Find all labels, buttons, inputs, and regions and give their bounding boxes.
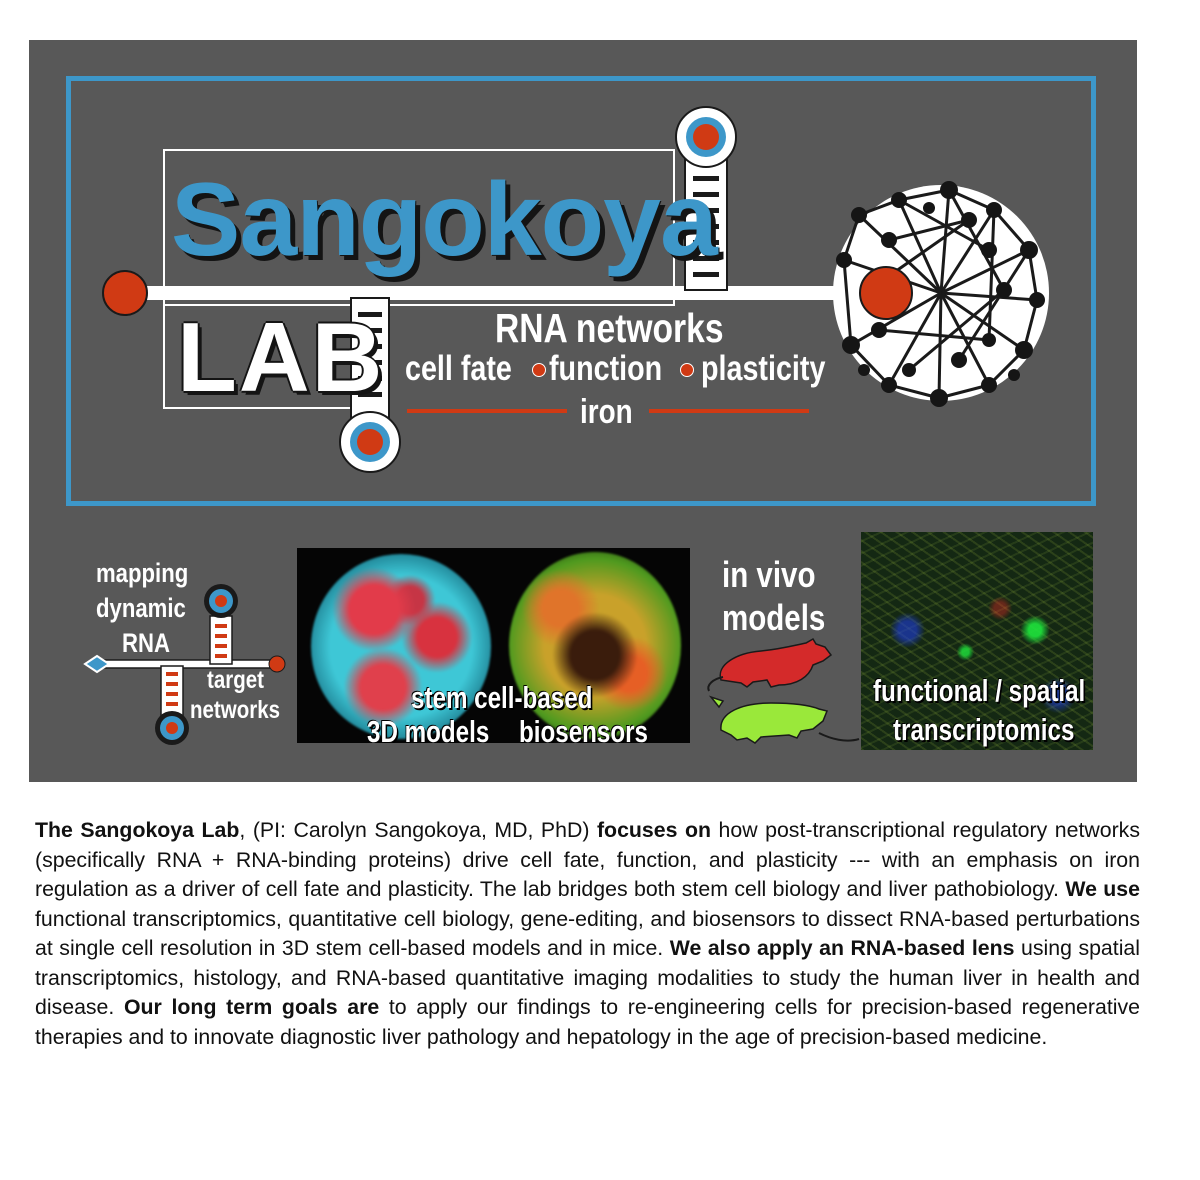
keyword-plasticity: plasticity bbox=[701, 349, 826, 388]
keyword-iron: iron bbox=[580, 393, 633, 431]
desc-we-also-apply: We also apply an RNA-based lens bbox=[669, 936, 1015, 960]
rna-network-graphic bbox=[102, 106, 1049, 473]
desc-text-4: using spatial transcriptomics, histology… bbox=[35, 936, 1141, 1019]
desc-text-1: , (PI: Carolyn Sangokoya, MD, PhD) bbox=[239, 818, 597, 842]
biosensors-caption: biosensors bbox=[519, 714, 649, 743]
lab-word: LAB bbox=[177, 302, 385, 412]
desc-we-use: We use bbox=[1065, 877, 1140, 901]
lab-description: The Sangokoya Lab, (PI: Carolyn Sangokoy… bbox=[35, 816, 1140, 1052]
mapping-label-1: mapping bbox=[96, 558, 189, 588]
tagline: RNA networks bbox=[495, 305, 724, 351]
lab-title: Sangokoya bbox=[171, 162, 718, 278]
banner-panel: Sangokoya LAB RNA networks cell fate fun… bbox=[29, 40, 1137, 782]
desc-focuses: focuses on bbox=[596, 818, 711, 842]
keyword-cell-fate: cell fate bbox=[405, 349, 512, 388]
rna-mapping-diagram bbox=[83, 584, 286, 745]
mapping-label-2: dynamic bbox=[96, 593, 186, 623]
transcriptomics-caption: transcriptomics bbox=[893, 712, 1075, 747]
spatial-transcriptomics-image: functional / spatial transcriptomics bbox=[861, 532, 1093, 750]
desc-long-term-goals: Our long term goals are bbox=[123, 995, 380, 1019]
in-vivo-label-2: models bbox=[722, 597, 826, 638]
red-mouse-icon bbox=[707, 637, 833, 692]
functional-spatial-caption: functional / spatial bbox=[873, 673, 1086, 708]
keyword-function: function bbox=[549, 349, 663, 388]
3d-models-caption: 3D models bbox=[367, 714, 490, 743]
desc-lab-name: The Sangokoya Lab bbox=[35, 818, 240, 842]
red-dot-separator bbox=[680, 363, 694, 377]
green-mouse-icon bbox=[708, 695, 860, 744]
logo-frame bbox=[66, 76, 1096, 506]
in-vivo-label-1: in vivo bbox=[722, 554, 816, 595]
desc-text-2: how post-transcriptional regulatory netw… bbox=[35, 818, 1140, 901]
mouse-icons bbox=[707, 637, 860, 744]
mapping-label-3: RNA bbox=[122, 628, 170, 658]
organoid-green-red bbox=[509, 552, 681, 739]
stem-cell-caption: stem cell-based bbox=[411, 680, 593, 715]
target-label-2: networks bbox=[190, 696, 281, 724]
target-label-1: target bbox=[207, 666, 264, 694]
stem-cell-image: stem cell-based 3D models biosensors bbox=[297, 548, 690, 743]
red-dot-separator bbox=[532, 363, 546, 377]
organoid-cyan-red bbox=[311, 554, 491, 739]
desc-text-3: functional transcriptomics, quantitative… bbox=[35, 906, 1140, 961]
desc-text-5: to apply our findings to re-engineering … bbox=[35, 995, 1140, 1049]
